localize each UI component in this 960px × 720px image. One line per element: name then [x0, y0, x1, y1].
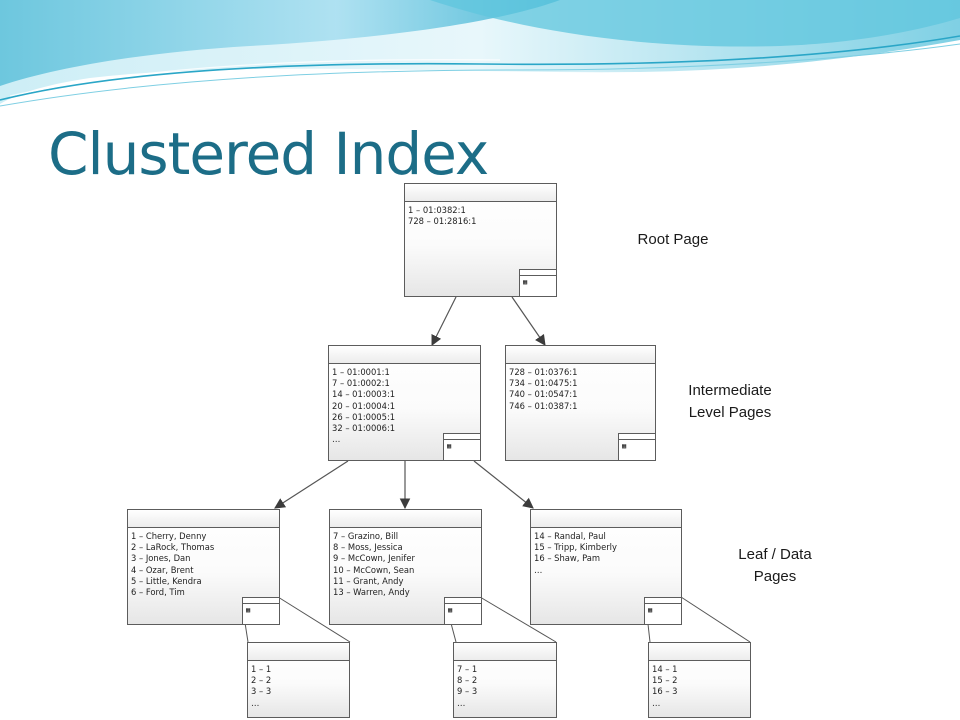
page-row: 20 – 01:0004:1: [332, 400, 396, 411]
page-row: 16 – Shaw, Pam: [534, 553, 601, 564]
page-row: 10 – McCown, Sean: [333, 564, 415, 575]
slide-title: Clustered Index: [48, 120, 489, 188]
page-rows: 7 – Grazino, Bill 8 – Moss, Jessica 9 – …: [330, 528, 481, 598]
page-stack-icon: ▦: [242, 597, 280, 625]
page-header: [649, 643, 750, 661]
page-header: [128, 510, 279, 528]
page-header: [329, 346, 480, 364]
page-row: 3 – 3: [251, 686, 272, 697]
page-row: 1 – 1: [251, 664, 272, 674]
page-row: 16 – 3: [652, 686, 678, 697]
label-intermediate-pages: Intermediate Level Pages: [660, 380, 800, 424]
page-row: 2 – 2: [251, 675, 272, 686]
page-rows: 1 – 01:0382:1 728 – 01:2816:1: [405, 202, 556, 227]
page-rows: 1 – 1 2 – 2 3 – 3 …: [248, 661, 349, 709]
page-row: 14 – 01:0003:1: [332, 389, 396, 400]
page-row: 26 – 01:0005:1: [332, 411, 396, 422]
header-wave-decoration: [0, 0, 960, 107]
slot-array-page: 1 – 1 2 – 2 3 – 3 …: [247, 642, 350, 718]
page-rows: 1 – 01:0001:1 7 – 01:0002:1 14 – 01:0003…: [329, 364, 480, 445]
page-stack-icon: ▦: [519, 269, 557, 297]
page-row: 9 – 3: [457, 686, 478, 697]
page-row: 5 – Little, Kendra: [131, 575, 202, 586]
page-header: [330, 510, 481, 528]
page-row: 1 – 01:0001:1: [332, 367, 390, 377]
page-row: 7 – Grazino, Bill: [333, 531, 399, 541]
page-row: 740 – 01:0547:1: [509, 389, 578, 400]
page-row: 11 – Grant, Andy: [333, 575, 404, 586]
page-row: 15 – 2: [652, 675, 678, 686]
page-rows: 1 – Cherry, Denny 2 – LaRock, Thomas 3 –…: [128, 528, 279, 598]
slot-array-page: 14 – 1 15 – 2 16 – 3 …: [648, 642, 751, 718]
label-line: Leaf / Data: [738, 546, 812, 563]
page-header: [405, 184, 556, 202]
page-rows: 7 – 1 8 – 2 9 – 3 …: [454, 661, 556, 709]
page-header: [506, 346, 655, 364]
page-row: 15 – Tripp, Kimberly: [534, 542, 617, 553]
page-header: [248, 643, 349, 661]
label-line: Intermediate: [688, 382, 772, 399]
page-row: 8 – 2: [457, 675, 478, 686]
page-stack-icon: ▦: [444, 597, 482, 625]
page-row: 746 – 01:0387:1: [509, 400, 578, 411]
page-row: 14 – 1: [652, 664, 678, 674]
slot-array-page: 7 – 1 8 – 2 9 – 3 …: [453, 642, 557, 718]
page-row: …: [251, 697, 260, 708]
root-page: 1 – 01:0382:1 728 – 01:2816:1 ▦: [404, 183, 557, 297]
page-stack-icon: ▦: [443, 433, 481, 461]
page-header: [454, 643, 556, 661]
page-row: …: [332, 434, 341, 445]
page-row: 3 – Jones, Dan: [131, 553, 191, 564]
page-row: 2 – LaRock, Thomas: [131, 542, 215, 553]
label-leaf-pages: Leaf / Data Pages: [715, 544, 835, 588]
page-row: 1 – 01:0382:1: [408, 205, 466, 215]
intermediate-page: 728 – 01:0376:1 734 – 01:0475:1 740 – 01…: [505, 345, 656, 461]
page-row: 734 – 01:0475:1: [509, 378, 578, 389]
page-stack-icon: ▦: [644, 597, 682, 625]
page-stack-icon: ▦: [618, 433, 656, 461]
page-row: 4 – Ozar, Brent: [131, 564, 194, 575]
page-rows: 14 – Randal, Paul 15 – Tripp, Kimberly 1…: [531, 528, 681, 576]
page-row: …: [534, 564, 543, 575]
page-row: 728 – 01:2816:1: [408, 216, 477, 227]
label-line: Level Pages: [688, 404, 772, 421]
leaf-page: 7 – Grazino, Bill 8 – Moss, Jessica 9 – …: [329, 509, 482, 625]
page-rows: 14 – 1 15 – 2 16 – 3 …: [649, 661, 750, 709]
page-row: 14 – Randal, Paul: [534, 531, 606, 541]
page-row: 6 – Ford, Tim: [131, 587, 185, 598]
leaf-page: 14 – Randal, Paul 15 – Tripp, Kimberly 1…: [530, 509, 682, 625]
page-row: 8 – Moss, Jessica: [333, 542, 403, 553]
leaf-page: 1 – Cherry, Denny 2 – LaRock, Thomas 3 –…: [127, 509, 280, 625]
page-row: 728 – 01:0376:1: [509, 367, 578, 377]
label-line: Pages: [753, 568, 797, 585]
page-row: 32 – 01:0006:1: [332, 423, 396, 434]
page-rows: 728 – 01:0376:1 734 – 01:0475:1 740 – 01…: [506, 364, 655, 412]
intermediate-page: 1 – 01:0001:1 7 – 01:0002:1 14 – 01:0003…: [328, 345, 481, 461]
page-row: …: [457, 697, 466, 708]
page-row: 1 – Cherry, Denny: [131, 531, 207, 541]
page-row: 7 – 1: [457, 664, 478, 674]
page-row: 7 – 01:0002:1: [332, 378, 390, 389]
page-row: 13 – Warren, Andy: [333, 587, 410, 598]
page-row: 9 – McCown, Jenifer: [333, 553, 415, 564]
label-root-page: Root Page: [637, 231, 709, 248]
page-row: …: [652, 697, 661, 708]
page-header: [531, 510, 681, 528]
